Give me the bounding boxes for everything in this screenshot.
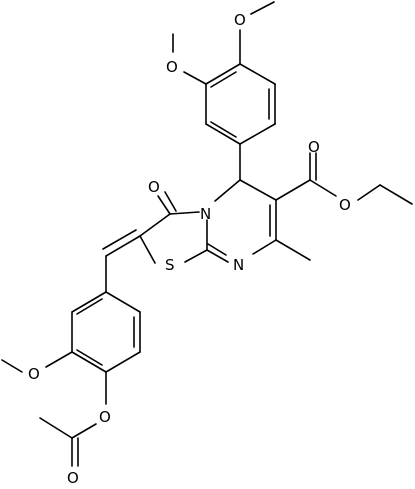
bond-methoxy-lower	[45, 351, 73, 368]
atom-n-ring-2: N	[233, 256, 244, 274]
atom-o-acetoxy-carbonyl: O	[67, 469, 79, 487]
acetoxy-methoxyphenyl-ring	[71, 291, 141, 373]
bond-exo-double-1	[105, 235, 141, 257]
atom-s-ring: S	[165, 256, 175, 274]
bond-acetoxy-c	[71, 423, 97, 439]
pyrimidine-ring	[206, 179, 277, 263]
bond-acetoxy-methyl	[39, 417, 73, 439]
atom-o-ester-ether: O	[339, 196, 351, 214]
bond-ethyl-2	[379, 184, 413, 205]
bond-ring-methyl	[275, 239, 311, 261]
bond-methoxy-3	[183, 71, 207, 85]
atom-o-methoxy-lower: O	[28, 365, 40, 383]
bond-ethyl-1	[357, 184, 381, 201]
atom-o-ester-carbonyl: O	[308, 138, 320, 156]
thiazole-ring	[139, 211, 208, 264]
atom-o-methoxy-3: O	[166, 58, 178, 76]
bond-methyl-lower	[1, 359, 23, 373]
dimethoxyphenyl-ring	[205, 63, 276, 145]
atom-n-ring: N	[200, 205, 211, 223]
bond-ester-c	[275, 179, 311, 201]
bond-keto-2	[164, 191, 177, 212]
bond-ester-o	[309, 179, 337, 197]
atom-o-acetoxy-ether: O	[99, 408, 111, 426]
bond-methyl-4	[250, 1, 275, 15]
atom-o-keto: O	[148, 178, 160, 196]
atom-o-methoxy-4: O	[234, 11, 246, 29]
bond-exo-double-2	[102, 229, 137, 250]
bond-keto-1	[157, 195, 171, 215]
